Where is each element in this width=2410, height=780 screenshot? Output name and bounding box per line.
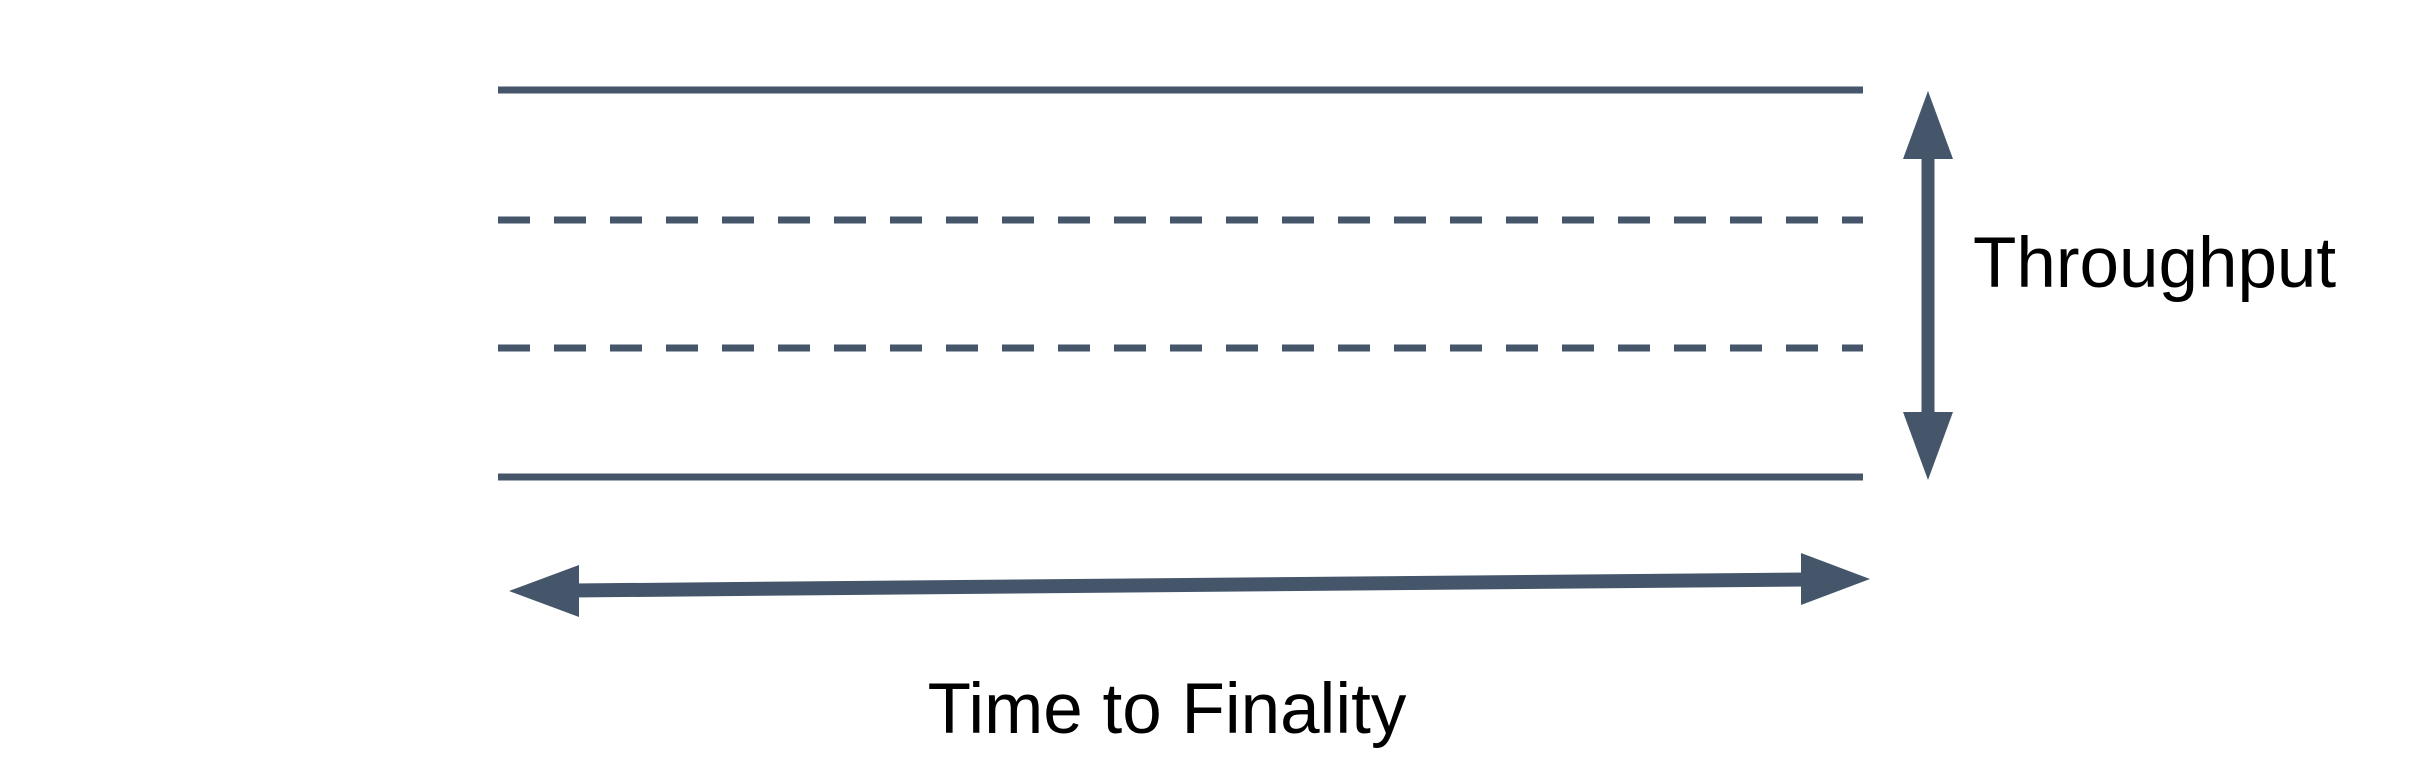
time-to-finality-arrow-right-head-icon — [1801, 553, 1870, 605]
time-to-finality-arrow — [509, 553, 1870, 617]
time-to-finality-label: Time to Finality — [928, 670, 1407, 749]
time-to-finality-arrow-shaft — [571, 572, 1808, 598]
time-to-finality-arrow-left-head-icon — [509, 565, 579, 617]
throughput-arrow — [1903, 91, 1953, 480]
throughput-arrow-down-head-icon — [1903, 412, 1953, 480]
throughput-label: Throughput — [1973, 224, 2336, 303]
throughput-arrow-up-head-icon — [1903, 91, 1953, 159]
